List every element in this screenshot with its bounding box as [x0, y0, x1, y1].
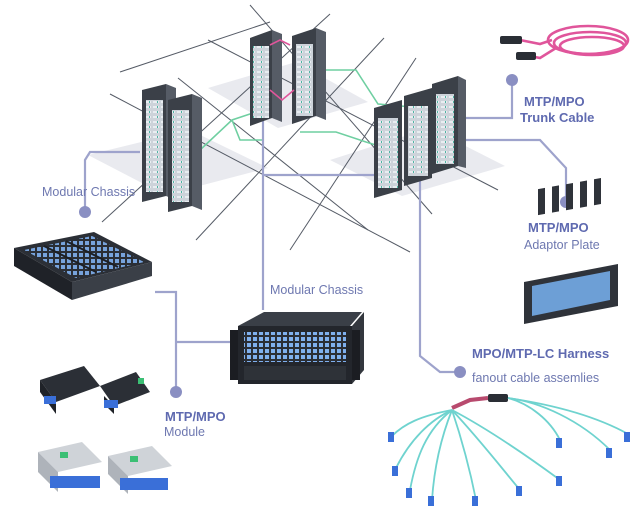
- connector-dots: [79, 74, 572, 398]
- connector-harness: [418, 160, 460, 374]
- dot-trunk-cable: [506, 74, 518, 86]
- label-modular-chassis-left: Modular Chassis: [42, 185, 136, 199]
- dot-harness: [454, 366, 466, 378]
- cassette-module-icon: [38, 442, 172, 494]
- server-rack-icon: [142, 84, 202, 212]
- cassette-module-icon: [40, 366, 150, 414]
- label-harness-line2: fanout cable assemlies: [472, 371, 600, 385]
- label-adaptor-plate-line2: Adaptor Plate: [524, 238, 600, 252]
- fanout-harness-icon: [388, 394, 630, 506]
- label-module-line1: MTP/MPO: [165, 409, 226, 424]
- rack-chassis-icon: [230, 312, 364, 384]
- connector-modular-chassis-left: [83, 150, 140, 212]
- label-harness-line1: MPO/MTP-LC Harness: [472, 346, 610, 361]
- dot-module: [170, 386, 182, 398]
- dot-modular-chassis-left: [79, 206, 91, 218]
- server-rack-icon: [250, 28, 326, 126]
- patch-panel-drawer-icon: [14, 232, 152, 300]
- label-trunk-cable-line1: MTP/MPO: [524, 94, 585, 109]
- connector-patch-panel-module: [155, 290, 178, 392]
- trunk-cable-coil-icon: [500, 24, 630, 60]
- label-module-line2: Module: [164, 425, 205, 439]
- label-modular-chassis-center: Modular Chassis: [270, 283, 364, 297]
- server-rack-icon: [374, 76, 466, 198]
- label-adaptor-plate-line1: MTP/MPO: [528, 220, 589, 235]
- adaptor-plate-icon: [524, 178, 618, 324]
- label-trunk-cable-line2: Trunk Cable: [520, 110, 595, 125]
